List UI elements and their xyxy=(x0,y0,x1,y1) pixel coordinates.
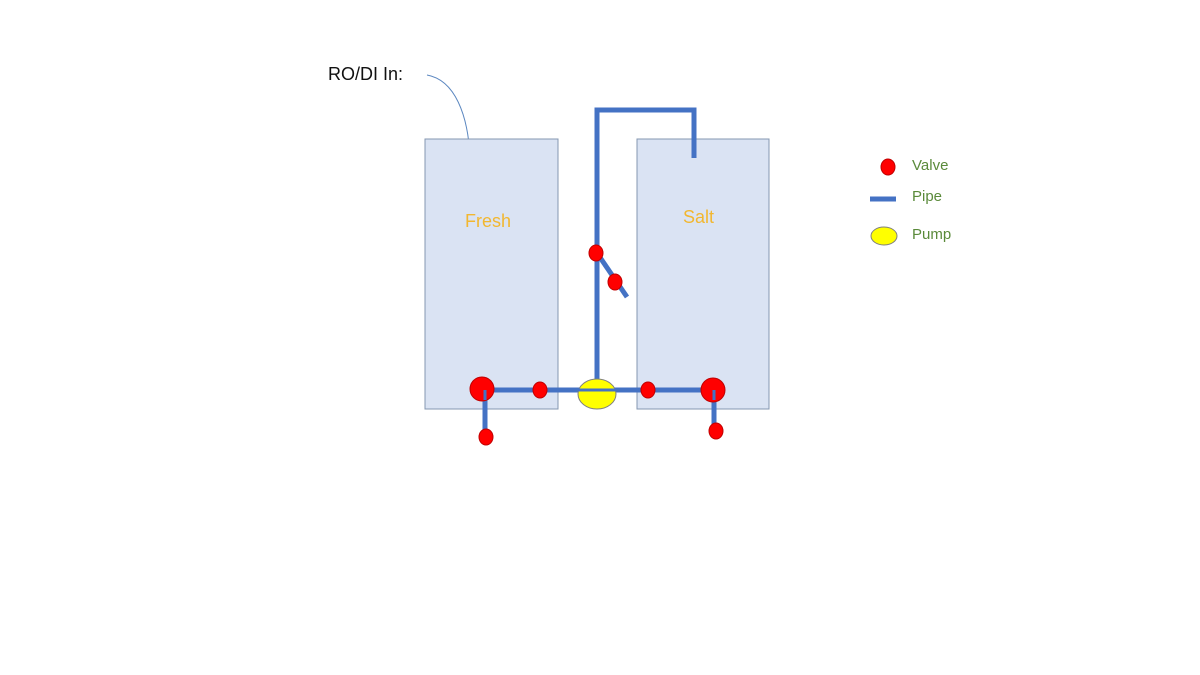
legend-pump-label: Pump xyxy=(912,226,952,243)
valve-icon[interactable] xyxy=(478,428,494,446)
valve-icon[interactable] xyxy=(640,381,656,399)
valve-icon[interactable] xyxy=(588,244,604,262)
legend-pipe-label: Pipe xyxy=(912,188,943,205)
valve-icon[interactable] xyxy=(708,422,724,440)
salt-tank-label: Salt xyxy=(683,207,715,227)
salt-tank xyxy=(636,138,770,410)
inlet-label: RO/DI In: xyxy=(328,64,404,84)
pump-icon[interactable] xyxy=(577,378,617,410)
valve-icon[interactable] xyxy=(607,273,623,291)
valve-icon[interactable] xyxy=(532,381,548,399)
valve-icon xyxy=(880,158,896,176)
legend-valve-label: Valve xyxy=(912,157,949,174)
fresh-tank-label: Fresh xyxy=(465,211,512,231)
valve-icon[interactable] xyxy=(469,376,495,402)
pump-icon xyxy=(870,226,898,246)
fresh-tank xyxy=(424,138,559,410)
